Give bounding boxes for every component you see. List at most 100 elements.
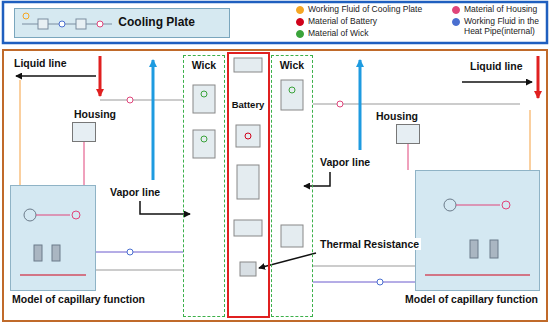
wire — [425, 275, 530, 276]
wire — [313, 282, 415, 283]
liquid-arrow — [99, 56, 102, 96]
model-panel — [3, 50, 547, 321]
port-symbol — [97, 21, 103, 27]
component — [281, 225, 303, 247]
housing-icon: Housing — [396, 124, 420, 144]
port-symbol — [24, 209, 36, 221]
leader-arrow — [462, 81, 532, 83]
wire — [96, 270, 183, 271]
node-label: Wick — [191, 59, 217, 71]
leader-arrow — [16, 75, 96, 77]
cooling-plate-schematic — [22, 13, 112, 29]
component — [193, 130, 215, 158]
node-label: Model of capillary function — [404, 293, 539, 305]
legend-swatch — [452, 18, 460, 26]
vapor-arrow — [152, 60, 155, 180]
wick-symbol — [289, 87, 295, 93]
component — [237, 165, 259, 199]
component — [34, 245, 42, 261]
port-symbol — [59, 21, 65, 27]
node-label: Cooling Plate — [118, 16, 195, 30]
component — [193, 85, 215, 113]
wire — [84, 142, 85, 185]
housing-icon: Housing — [72, 122, 96, 142]
wire — [313, 266, 415, 267]
thermal-resistance-symbol — [240, 262, 256, 276]
legend-swatch — [296, 6, 304, 14]
legend-item: Material of Wick — [296, 29, 446, 39]
capillary-model-fill — [10, 185, 96, 291]
legend-text: Material of Wick — [308, 29, 368, 39]
legend-item: Working Fluid of Cooling Plate — [296, 5, 446, 15]
wick-symbol — [201, 91, 207, 97]
battery-symbol — [245, 133, 251, 139]
component — [52, 245, 60, 261]
legend-item: Material of Housing — [452, 5, 544, 15]
wick-region: Wick — [271, 55, 313, 317]
component — [236, 125, 260, 147]
wick-symbol — [201, 136, 207, 142]
callout-label: Liquid line — [12, 57, 69, 69]
flow-arrows — [16, 56, 538, 268]
legend-text: Working Fluid of Cooling Plate — [308, 5, 422, 15]
legend-text: Working Fluid in the Heat Pipe(internal) — [464, 17, 544, 37]
component — [234, 220, 262, 236]
node-label: Housing — [73, 108, 117, 120]
port-symbol — [444, 199, 456, 211]
node-label: Housing — [375, 110, 419, 122]
vapor-arrow — [359, 60, 362, 150]
component — [490, 240, 498, 258]
wire — [100, 100, 183, 101]
capillary-model-box: Model of capillary function — [10, 185, 96, 291]
port-symbol — [72, 211, 80, 219]
wick-battery-internals — [193, 58, 303, 276]
port-symbol — [127, 97, 133, 103]
wick-region: Wick — [183, 55, 225, 317]
legend-text: Material of Battery — [308, 17, 377, 27]
capillary-model-fill — [415, 170, 540, 291]
callout-label: Vapor line — [318, 156, 372, 168]
wire — [456, 205, 500, 206]
wire — [20, 80, 21, 185]
cooling-plate-fill — [14, 8, 230, 38]
wire — [313, 104, 520, 105]
legend-item: Material of Battery — [296, 17, 446, 27]
callout-label: Thermal Resistance — [318, 238, 421, 250]
component — [281, 80, 303, 110]
node-label: Wick — [279, 59, 305, 71]
wires — [20, 80, 530, 285]
wire — [530, 110, 531, 170]
port-symbol — [127, 249, 133, 255]
component — [76, 19, 86, 29]
callout-label: Liquid line — [468, 60, 525, 72]
cooling-plate-box: Cooling Plate — [14, 8, 230, 38]
housing-fill — [396, 124, 420, 144]
legend-text: Material of Housing — [464, 5, 537, 15]
top-panel — [3, 2, 547, 43]
capillary-model-box: Model of capillary function — [415, 170, 540, 291]
battery-box: Battery — [227, 52, 270, 318]
port-symbol — [337, 101, 343, 107]
legend-swatch — [296, 18, 304, 26]
capillary-model-internals — [20, 199, 530, 275]
node-label: Battery — [231, 100, 266, 111]
wire — [36, 215, 70, 216]
port-symbol — [502, 201, 510, 209]
leader-arrow — [304, 172, 330, 186]
housing-fill — [72, 122, 96, 142]
legend-swatch — [296, 30, 304, 38]
wire — [408, 144, 409, 170]
component — [470, 240, 478, 258]
fluid-symbol — [23, 13, 29, 19]
wire — [20, 275, 86, 276]
legend-item: Working Fluid in the Heat Pipe(internal) — [452, 17, 544, 37]
legend-swatch — [452, 6, 460, 14]
callout-label: Vapor line — [108, 186, 162, 198]
component — [38, 19, 48, 29]
liquid-arrow — [537, 56, 540, 98]
component — [234, 58, 262, 72]
wire — [96, 252, 183, 253]
node-label: Model of capillary function — [11, 293, 146, 305]
port-symbol — [377, 279, 383, 285]
